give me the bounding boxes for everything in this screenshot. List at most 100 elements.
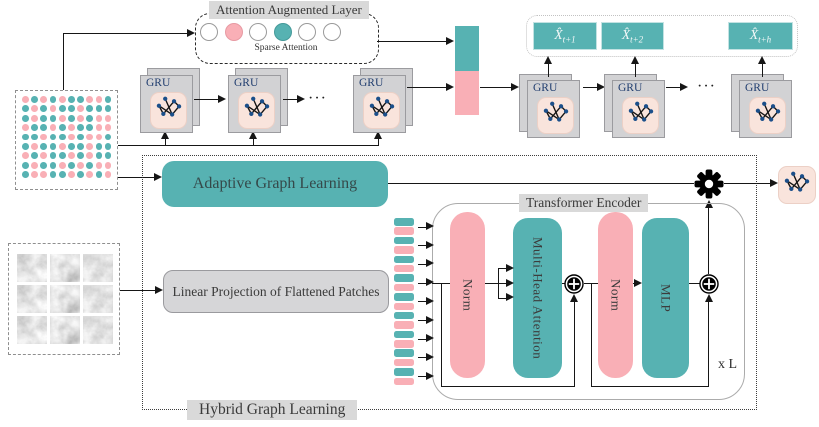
dot-grid-row <box>22 105 117 113</box>
connector-line <box>583 87 597 88</box>
connector-line <box>485 283 499 284</box>
connector-line <box>498 297 506 299</box>
gru-card-front: GRU <box>140 75 193 133</box>
pink-dot <box>95 96 103 103</box>
arrowhead <box>297 94 305 103</box>
connector-line <box>120 290 155 291</box>
pink-dot <box>95 133 103 141</box>
teal-dot <box>95 142 103 150</box>
dot-grid-row <box>22 133 117 141</box>
arrowhead <box>506 263 514 272</box>
teal-dot <box>86 161 94 169</box>
image-patch <box>17 254 47 282</box>
teal-dot <box>31 96 38 103</box>
teal-dot <box>104 152 112 160</box>
connector-line <box>432 283 450 284</box>
graph-icon <box>155 95 183 125</box>
pink-dot <box>40 152 48 160</box>
arrowhead <box>446 82 454 91</box>
dot-grid-row <box>22 96 117 103</box>
gru-decoder-block: GRU <box>604 74 665 138</box>
prediction-box: X̂t+h <box>728 22 793 50</box>
teal-token <box>394 274 414 282</box>
prediction-label: X̂t+1 <box>554 27 575 45</box>
ellipsis: ··· <box>308 90 327 107</box>
connector-line <box>283 99 297 100</box>
arrowhead <box>569 294 578 302</box>
gru-encoder-block: GRU <box>228 68 288 133</box>
pink-token <box>394 246 414 254</box>
arrowhead <box>426 222 434 230</box>
pink-dot <box>77 114 84 122</box>
connector-line <box>666 87 680 88</box>
pink-dot <box>22 152 29 160</box>
teal-dot <box>40 114 48 122</box>
attention-layer-title: Attention Augmented Layer <box>209 1 369 19</box>
arrowhead <box>373 131 382 139</box>
connector-line <box>591 386 709 387</box>
connector-line <box>584 283 598 284</box>
dot-grid-row <box>22 114 117 122</box>
concat-segment-pink <box>455 71 479 115</box>
image-patch <box>83 316 113 344</box>
teal-dot <box>22 161 29 169</box>
adaptive-graph-learning-box: Adaptive Graph Learning <box>162 161 388 207</box>
arrowhead <box>630 56 639 64</box>
connector-line <box>708 302 710 387</box>
teal-dot <box>58 124 66 131</box>
teal-dot <box>67 105 75 113</box>
prediction-subscript: t+2 <box>630 34 644 45</box>
multi-head-attention-block: Multi-Head Attention <box>513 218 562 378</box>
pink-token <box>394 302 414 311</box>
connector-line <box>407 87 446 88</box>
pink-dot <box>31 142 38 150</box>
connector-line <box>63 33 64 90</box>
connector-line <box>441 386 575 387</box>
connector-line <box>418 226 426 228</box>
graph-chip <box>749 97 786 134</box>
gru-encoder-block: GRU <box>140 68 200 133</box>
arrowhead <box>680 82 688 91</box>
teal-dot <box>49 96 57 103</box>
arrowhead <box>155 285 163 294</box>
teal-dot <box>67 142 75 150</box>
teal-dot <box>22 114 29 122</box>
norm-label: Norm <box>608 278 624 312</box>
concat-segment-teal <box>455 26 479 71</box>
connector-line <box>635 63 636 77</box>
teal-dot <box>104 142 112 150</box>
graph-icon <box>243 95 271 125</box>
graph-chip <box>238 92 275 129</box>
pink-dot <box>67 133 75 141</box>
arrowhead <box>426 240 434 249</box>
graph-icon <box>627 100 655 130</box>
teal-dot <box>104 133 112 141</box>
teal-dot <box>40 124 48 131</box>
arrowhead <box>704 200 713 208</box>
teal-dot <box>77 96 84 103</box>
prediction-subscript: t+1 <box>562 34 576 45</box>
teal-dot <box>31 152 38 160</box>
pink-dot <box>49 105 57 113</box>
mlp-label: MLP <box>658 283 674 313</box>
pink-token <box>394 358 414 367</box>
teal-dot <box>49 114 57 122</box>
arrowhead <box>426 278 434 287</box>
teal-dot <box>58 105 66 113</box>
teal-dot <box>22 142 29 150</box>
gru-encoder-block: GRU <box>353 68 413 133</box>
connector-line <box>194 99 218 100</box>
image-patch <box>50 285 80 313</box>
arrowhead <box>634 278 642 287</box>
teal-dot <box>77 133 84 141</box>
arrowhead <box>426 259 434 268</box>
patch-row <box>17 316 119 344</box>
graph-icon <box>368 95 396 125</box>
arrowhead <box>757 56 766 64</box>
gru-label: GRU <box>146 77 171 89</box>
gru-card-front: GRU <box>353 75 406 133</box>
pink-dot <box>86 96 94 103</box>
pink-dot <box>77 105 84 113</box>
prediction-label: X̂t+2 <box>622 27 643 45</box>
